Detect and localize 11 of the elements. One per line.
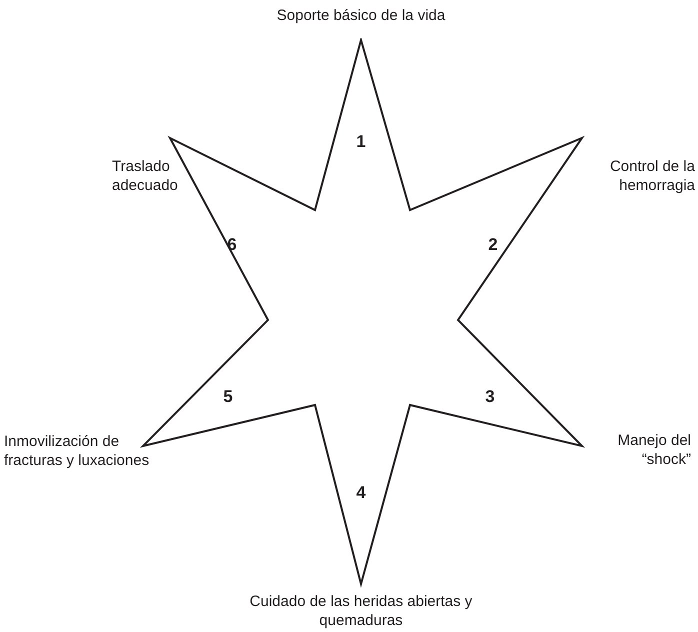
point-caption: Soporte básico de la vida — [276, 6, 446, 25]
point-caption: Inmovilización de fracturas y luxaciones — [4, 432, 150, 470]
point-number: 3 — [485, 387, 495, 407]
point-number: 4 — [356, 483, 366, 503]
point-number: 2 — [488, 235, 498, 255]
point-caption: Manejo del “shock” — [616, 431, 691, 469]
point-caption: Traslado adecuado — [112, 157, 179, 195]
point-number: 5 — [223, 387, 233, 407]
point-caption: Cuidado de las heridas abiertas y quemaduras — [248, 592, 474, 630]
point-caption: Control de la hemorragia — [608, 157, 695, 195]
point-number: 1 — [356, 132, 366, 152]
